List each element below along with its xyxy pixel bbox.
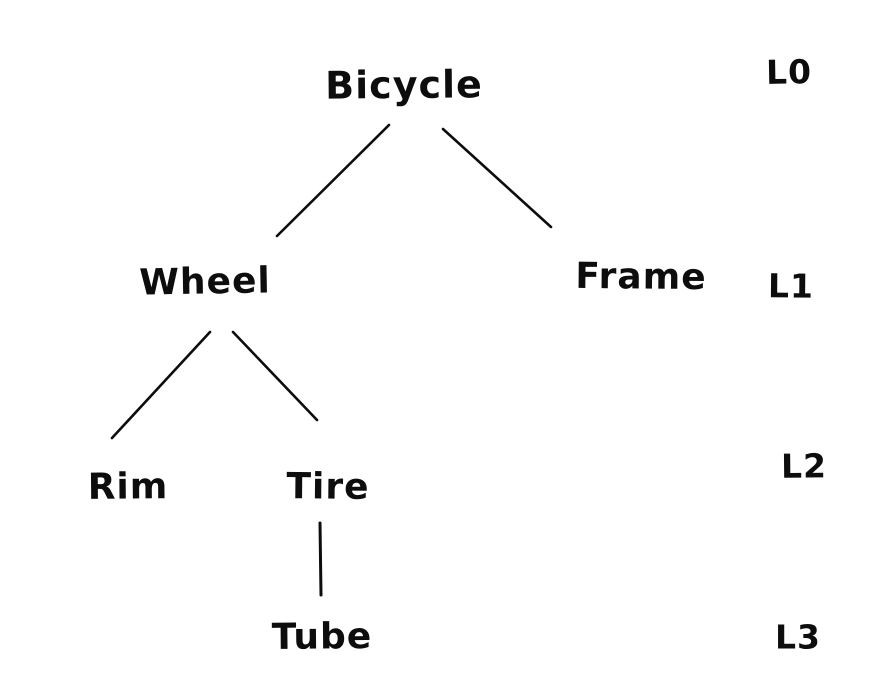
- edge-bicycle-frame: [441, 127, 553, 229]
- edge-wheel-tire: [231, 330, 319, 422]
- tree-node-wheel: Wheel: [138, 260, 272, 304]
- tree-node-bicycle: Bicycle: [325, 62, 483, 108]
- level-label-l2: L2: [780, 446, 828, 486]
- tree-node-tire: Tire: [286, 466, 370, 508]
- level-label-l3: L3: [775, 617, 821, 657]
- level-label-l0: L0: [765, 52, 813, 92]
- tree-node-frame: Frame: [575, 255, 707, 299]
- edge-bicycle-wheel: [275, 123, 391, 238]
- edge-wheel-rim: [110, 330, 212, 440]
- level-label-l1: L1: [767, 266, 815, 306]
- tree-node-tube: Tube: [271, 616, 373, 658]
- edge-tire-tube: [318, 521, 323, 597]
- tree-node-rim: Rim: [87, 466, 169, 508]
